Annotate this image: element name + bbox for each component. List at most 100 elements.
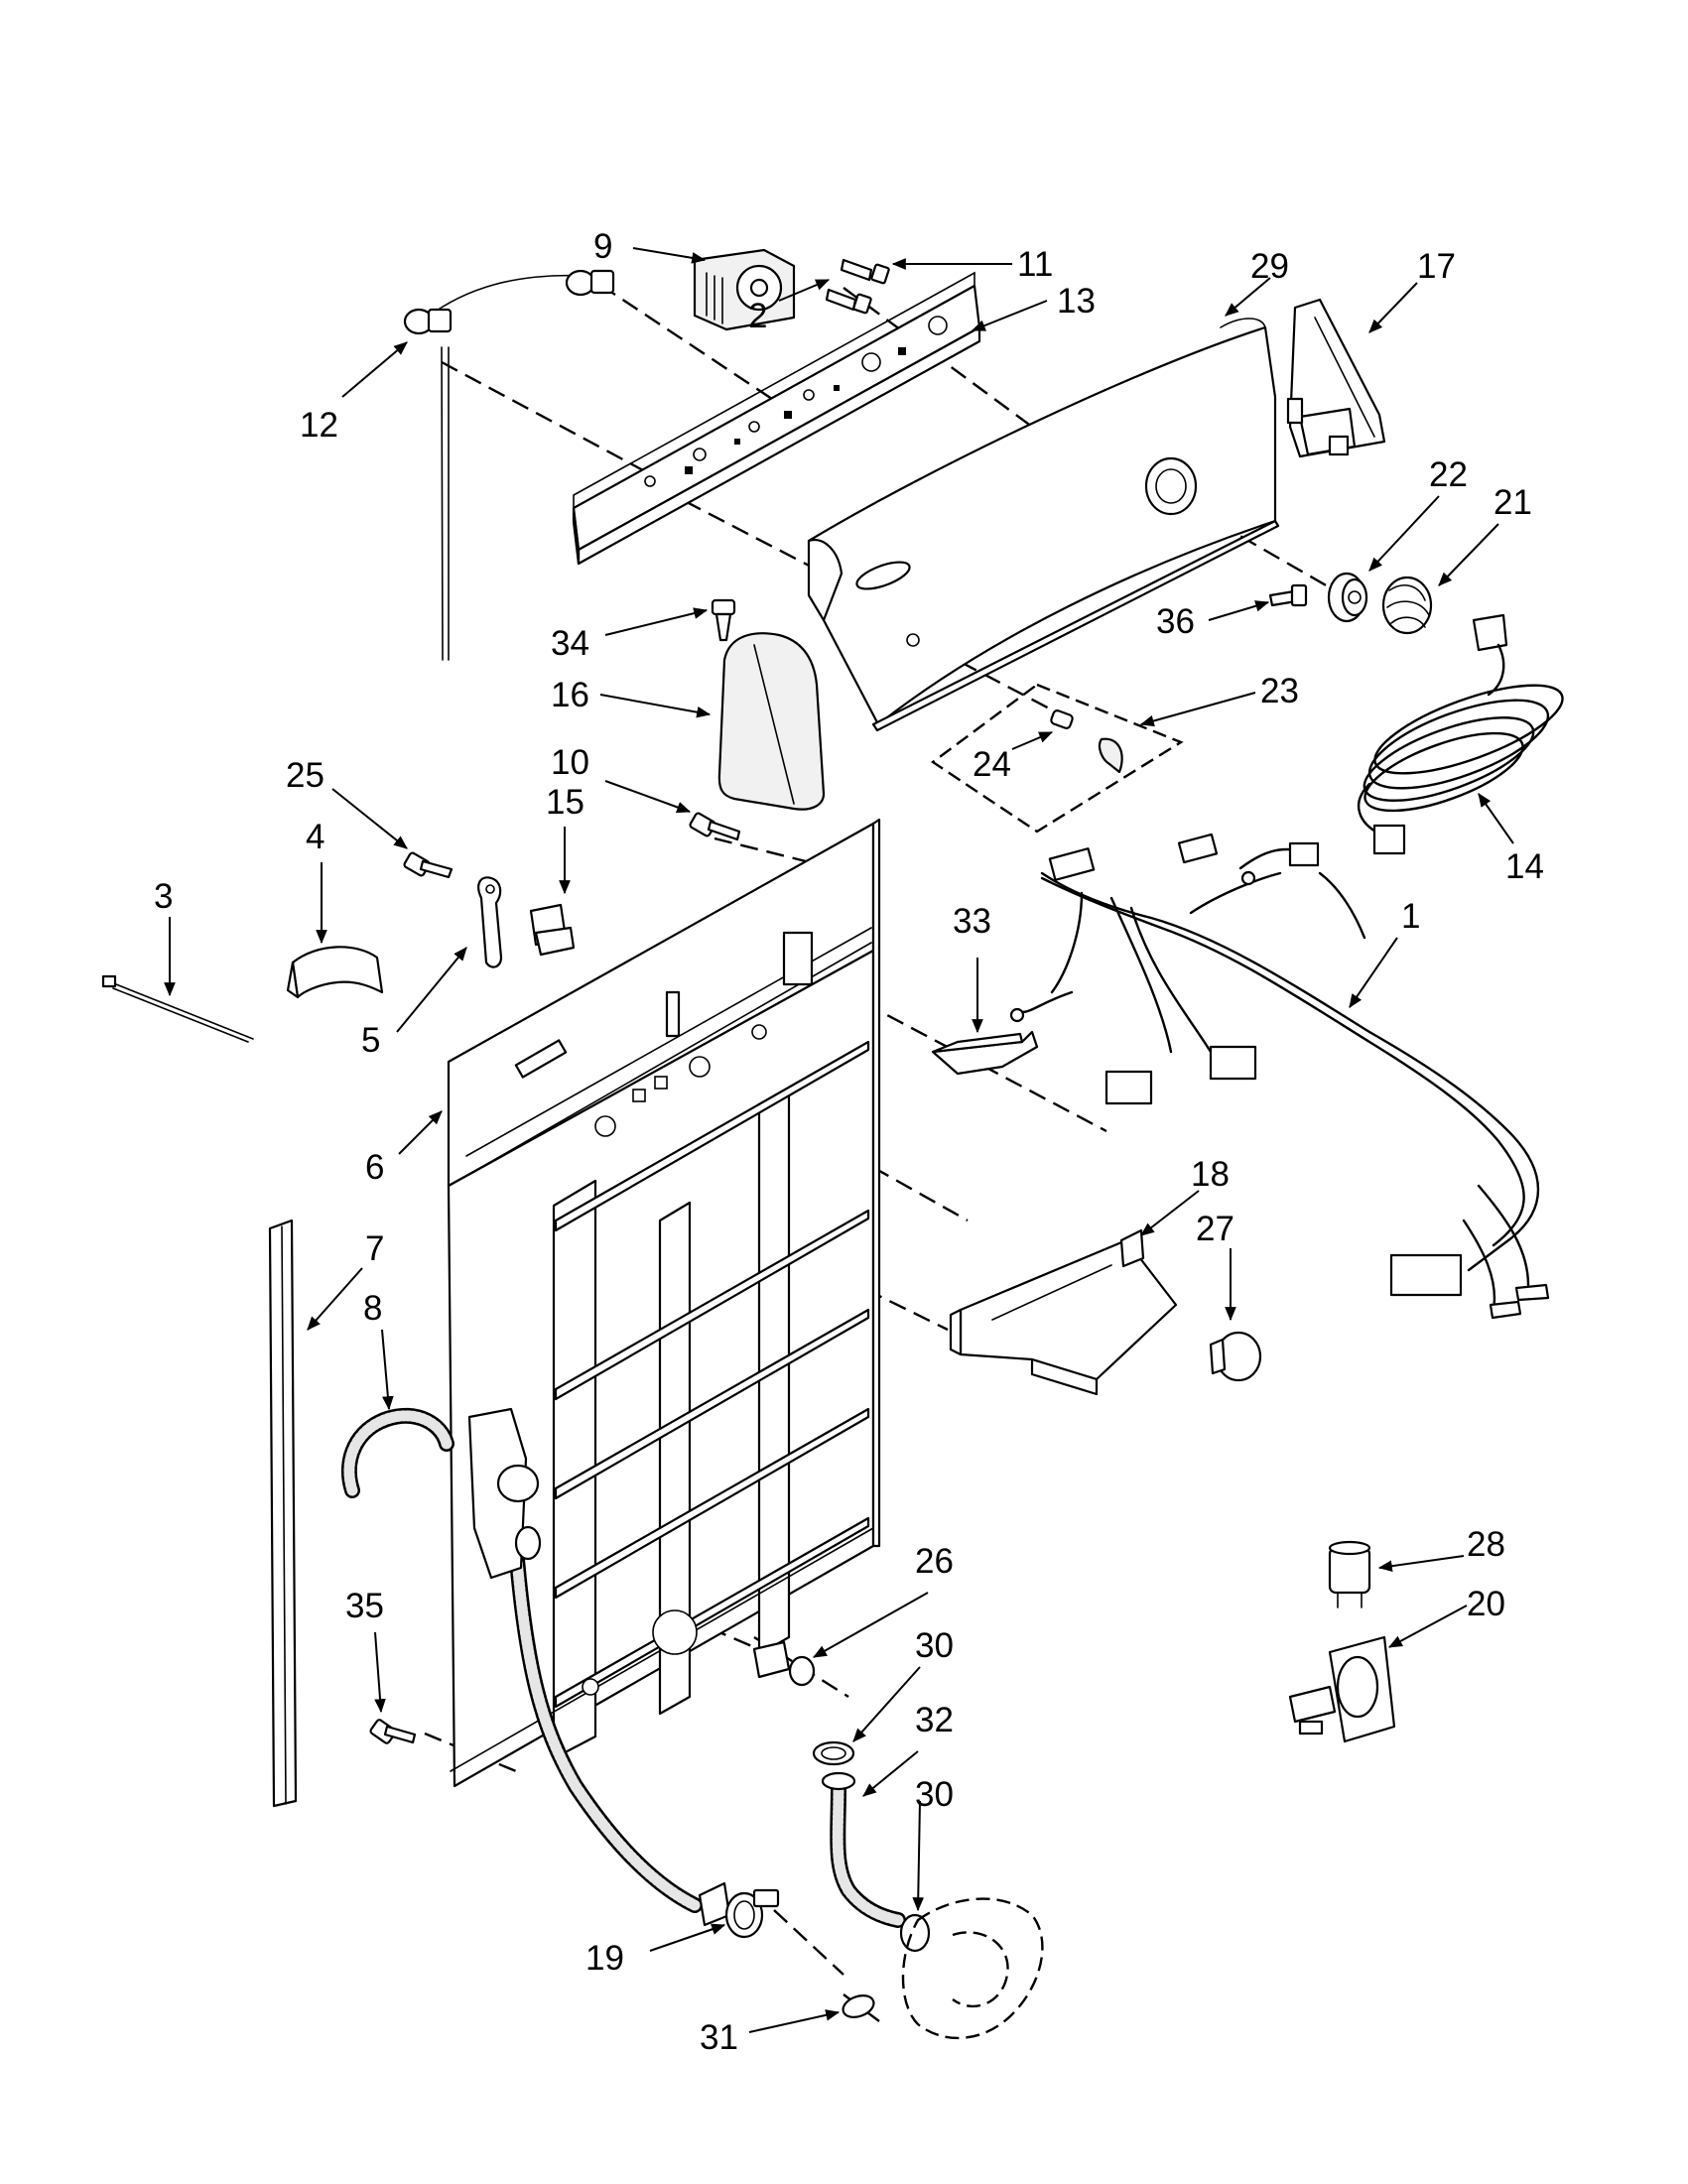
part-8-drain-hose [340, 1407, 731, 1927]
part-9-timer [693, 248, 796, 331]
part-26-plug [752, 1640, 816, 1687]
callout-30b: 30 [912, 1775, 954, 1912]
callout-36: 36 [1156, 600, 1270, 641]
callout-1: 1 [1349, 897, 1420, 1008]
callout-31: 31 [700, 2009, 841, 2057]
callout-7: 7 [307, 1229, 384, 1331]
part-30-clamp-upper [812, 1740, 855, 1766]
part-29-console [807, 318, 1280, 732]
callout-label-30b: 30 [915, 1775, 954, 1814]
callout-18: 18 [1140, 1155, 1230, 1236]
callout-4: 4 [306, 818, 327, 945]
part-1-wire-harness [1009, 833, 1550, 1320]
callout-label-1: 1 [1401, 897, 1420, 936]
callout-16: 16 [551, 676, 712, 718]
callout-label-16: 16 [551, 676, 589, 714]
part-17-end-cap [1286, 298, 1386, 458]
part-11-screw [840, 258, 890, 285]
callout-21: 21 [1438, 483, 1532, 586]
callout-8: 8 [363, 1289, 394, 1411]
callout-label-24: 24 [973, 745, 1011, 784]
callout-35: 35 [345, 1587, 386, 1714]
part-15-clip [529, 903, 576, 957]
callout-label-6: 6 [365, 1148, 384, 1187]
part-13-control-bracket [572, 271, 981, 566]
part-19-clamp [724, 1888, 780, 1939]
callout-17: 17 [1368, 247, 1456, 333]
part-24-bulb [1050, 709, 1074, 729]
callout-27: 27 [1196, 1210, 1236, 1322]
callout-11: 11 [891, 245, 1053, 284]
callout-13: 13 [971, 282, 1096, 331]
part-4-cover [286, 946, 384, 999]
callout-32: 32 [862, 1701, 954, 1797]
part-30-clamp-lower [899, 1913, 931, 1953]
callout-label-20: 20 [1467, 1585, 1505, 1623]
callout-label-14: 14 [1505, 847, 1544, 886]
callout-23: 23 [1139, 672, 1299, 727]
callout-33: 33 [953, 902, 991, 1034]
callout-label-8: 8 [363, 1289, 382, 1328]
part-10-screw [689, 812, 741, 841]
callout-5: 5 [361, 947, 467, 1060]
callout-28: 28 [1377, 1525, 1505, 1572]
callout-label-19: 19 [585, 1939, 624, 1978]
callout-label-29: 29 [1250, 247, 1289, 286]
part-24-cap [1098, 737, 1123, 774]
part-36-screw [1268, 583, 1308, 607]
part-7-trim [268, 1219, 298, 1808]
callout-label-26: 26 [915, 1542, 954, 1581]
part-25-screw [403, 851, 454, 879]
callout-label-11: 11 [1017, 245, 1053, 284]
callout-24: 24 [973, 731, 1054, 784]
part-2-screw [825, 288, 872, 315]
part-33-bracket [931, 1030, 1039, 1076]
callout-label-18: 18 [1191, 1155, 1230, 1194]
callout-19: 19 [585, 1923, 726, 1978]
callout-label-27: 27 [1196, 1210, 1234, 1248]
callout-22: 22 [1368, 455, 1468, 572]
part-6-cabinet-rear-panel [447, 818, 881, 1788]
callout-label-21: 21 [1493, 483, 1532, 522]
callout-label-13: 13 [1057, 282, 1096, 321]
callout-label-31: 31 [700, 2018, 738, 2057]
part-12-switch-rod [403, 269, 615, 661]
callout-label-5: 5 [361, 1021, 380, 1060]
part-35-screw [369, 1719, 417, 1744]
callout-6: 6 [365, 1110, 443, 1187]
part-3-wire-tie [101, 974, 254, 1043]
callout-label-12: 12 [300, 406, 338, 445]
callout-12: 12 [300, 341, 408, 445]
callout-label-10: 10 [551, 743, 589, 782]
part-28-capacitor [1328, 1540, 1371, 1608]
callout-30a: 30 [852, 1626, 954, 1742]
callout-label-4: 4 [306, 818, 325, 856]
callout-label-32: 32 [915, 1701, 954, 1739]
part-23-kit [930, 683, 1184, 834]
callout-label-7: 7 [365, 1229, 384, 1268]
callout-label-3: 3 [154, 877, 173, 916]
callout-2: 2 [748, 279, 831, 335]
callout-26: 26 [812, 1542, 954, 1658]
callout-label-2: 2 [748, 297, 767, 335]
part-22-knob-base [1327, 572, 1368, 623]
callout-label-23: 23 [1260, 672, 1299, 710]
part-21-knob [1381, 576, 1433, 635]
callout-3: 3 [154, 877, 176, 997]
callout-label-30a: 30 [915, 1626, 954, 1665]
callout-25: 25 [286, 756, 408, 849]
part-5-lever [477, 876, 503, 968]
part-32-drain-elbow [821, 1771, 906, 1928]
callout-label-17: 17 [1417, 247, 1456, 286]
callout-label-15: 15 [546, 783, 584, 822]
callout-label-28: 28 [1467, 1525, 1505, 1564]
callout-20: 20 [1387, 1585, 1505, 1648]
pump-outline-dashed [901, 1897, 1044, 2040]
callout-label-9: 9 [593, 227, 612, 266]
callout-14: 14 [1478, 793, 1544, 886]
part-27-plug [1209, 1331, 1262, 1382]
callout-label-36: 36 [1156, 602, 1195, 641]
callout-9: 9 [593, 227, 707, 266]
part-31-clamp [842, 1994, 875, 2018]
